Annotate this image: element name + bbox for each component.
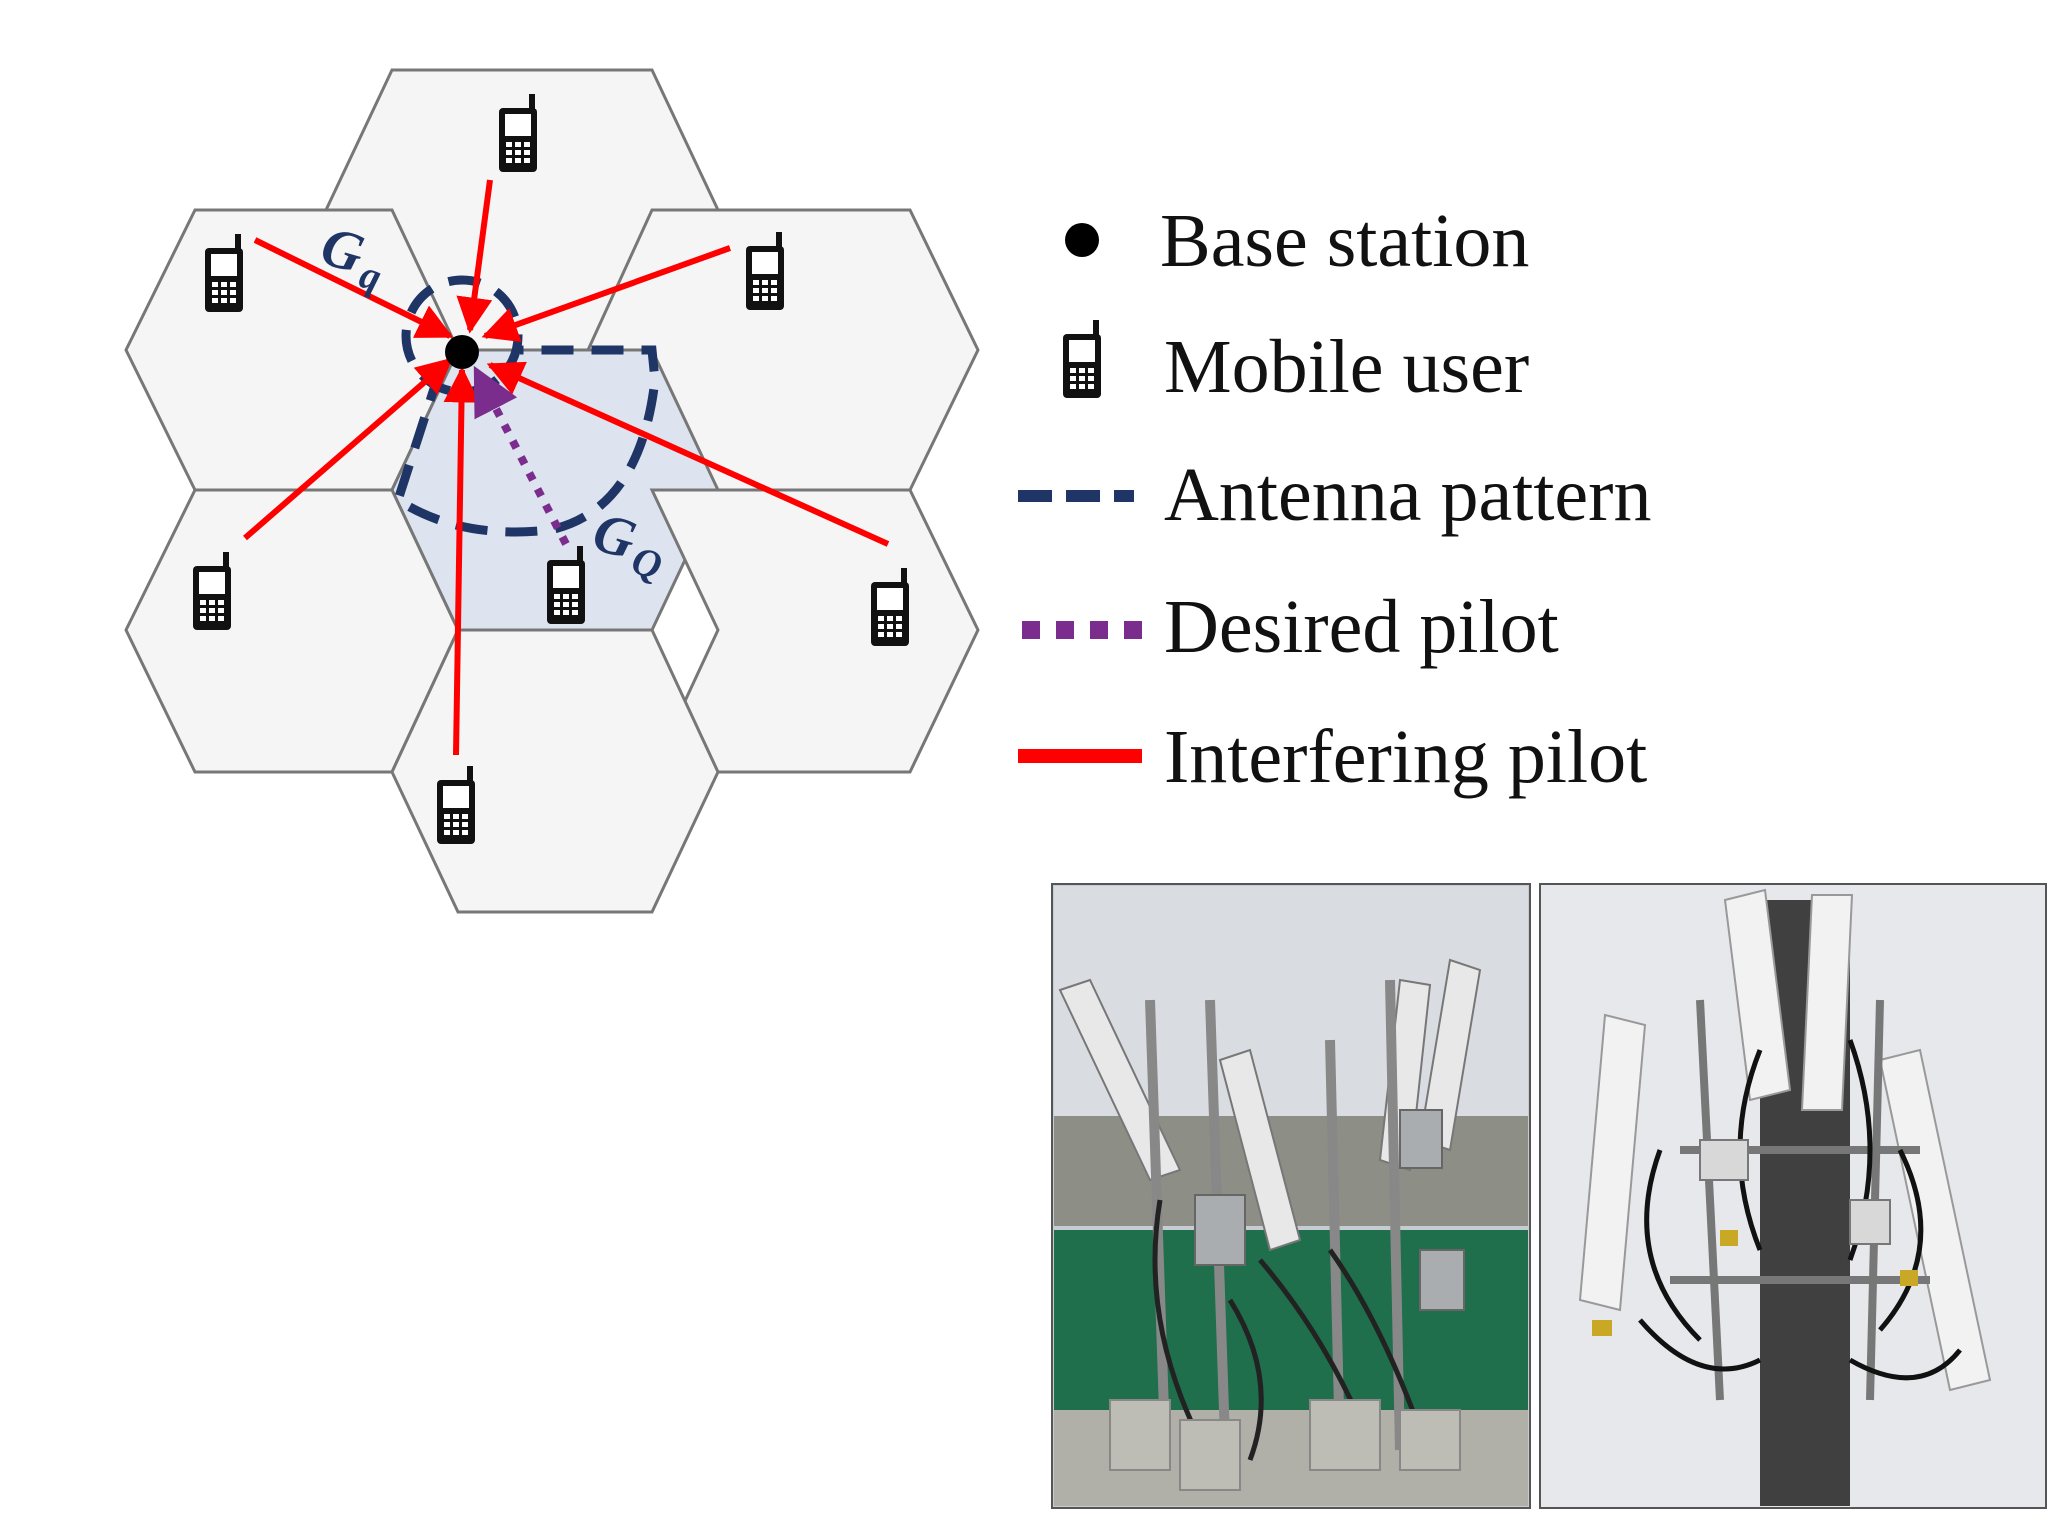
legend: Base station Mobile user Antenna pattern… (1018, 199, 1651, 799)
legend-base-station-label: Base station (1160, 199, 1529, 283)
cell-bottom (392, 630, 718, 912)
base-station-dot (445, 335, 479, 369)
legend-desired-pilot-label: Desired pilot (1164, 585, 1559, 669)
legend-mobile-user-label: Mobile user (1164, 325, 1529, 409)
cell-lower-left (126, 490, 458, 772)
legend-interfering-pilot-label: Interfering pilot (1164, 715, 1647, 799)
legend-phone-icon (1063, 320, 1101, 398)
rooftop-antenna-photo (1052, 884, 1530, 1508)
hexagon-cells (126, 70, 978, 912)
legend-base-station-dot-icon (1065, 223, 1099, 257)
legend-antenna-pattern-label: Antenna pattern (1164, 453, 1651, 537)
cell-lower-right (652, 490, 978, 772)
tower-antenna-photo (1540, 884, 2046, 1508)
